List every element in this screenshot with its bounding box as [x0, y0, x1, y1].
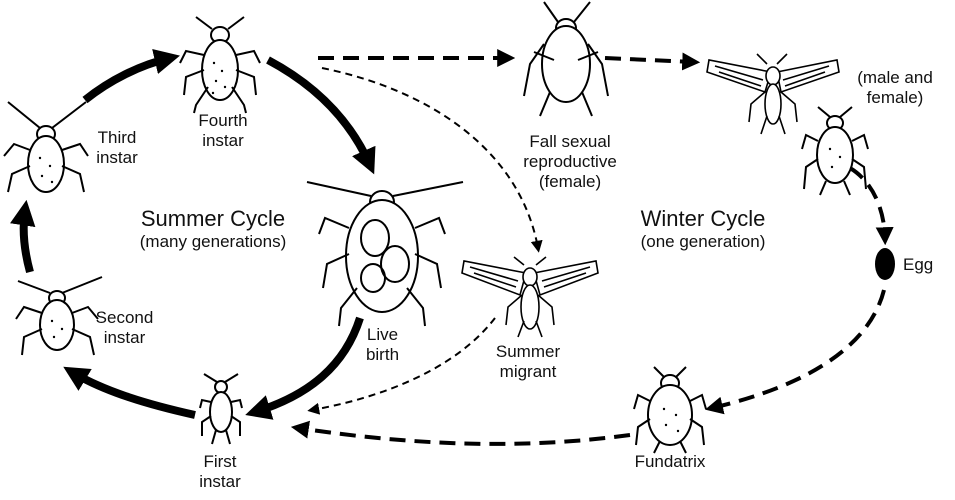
- first-instar-aphid-icon: [198, 372, 244, 450]
- adult-viviparous-aphid-icon: [305, 168, 465, 328]
- winter-cycle-heading: Winter Cycle (one generation): [608, 206, 798, 252]
- winged-male-aphid-icon: [705, 52, 840, 137]
- egg-label: Egg: [903, 255, 948, 275]
- winter-cycle-title: Winter Cycle: [608, 206, 798, 232]
- winter-cycle-subtitle: (one generation): [608, 232, 798, 252]
- arrow-third-to-fourth: [85, 58, 170, 100]
- third-instar-aphid-icon: [0, 100, 90, 200]
- summer-cycle-title: Summer Cycle: [108, 206, 318, 232]
- arrow-livebirth-to-first: [255, 318, 360, 412]
- fall-sexual-female-aphid-icon: [520, 0, 612, 122]
- third-instar-label: Third instar: [82, 128, 152, 168]
- live-birth-label: Live birth: [355, 325, 410, 365]
- male-female-label: (male and female): [845, 68, 945, 108]
- arrow-fourth-to-adult: [268, 60, 370, 165]
- arrow-second-to-third: [24, 210, 30, 272]
- arrow-fall-sexual-to-male: [605, 58, 693, 62]
- fundatrix-label: Fundatrix: [620, 452, 720, 472]
- egg-shape: [875, 248, 895, 280]
- first-instar-label: First instar: [190, 452, 250, 492]
- arrow-first-to-second: [72, 372, 195, 415]
- summer-migrant-winged-aphid-icon: [460, 255, 600, 340]
- second-instar-label: Second instar: [82, 308, 167, 348]
- fourth-instar-label: Fourth instar: [188, 111, 258, 151]
- arrow-egg-to-fundatrix: [712, 290, 884, 408]
- summer-migrant-label: Summer migrant: [478, 342, 578, 382]
- fundatrix-aphid-icon: [632, 365, 708, 455]
- fall-sexual-label: Fall sexual reproductive (female): [505, 132, 635, 192]
- fourth-instar-aphid-icon: [178, 15, 262, 115]
- summer-cycle-subtitle: (many generations): [108, 232, 318, 252]
- summer-cycle-heading: Summer Cycle (many generations): [108, 206, 318, 252]
- arrow-fundatrix-to-first: [298, 428, 630, 444]
